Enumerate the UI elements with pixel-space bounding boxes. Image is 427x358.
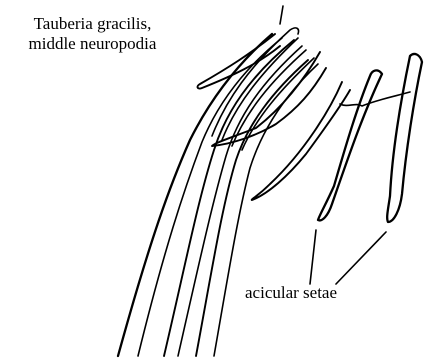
- acicular-seta-1: [318, 70, 382, 220]
- capillary-seta-2-left-edge: [164, 40, 294, 356]
- top-tip-line: [280, 6, 283, 24]
- callout-line-1: [310, 230, 316, 284]
- membrane-connector: [340, 92, 410, 106]
- capillary-seta-3-right-edge: [214, 64, 318, 356]
- bundle-upper-curve-3: [232, 50, 306, 146]
- acicular-seta-2: [387, 54, 422, 222]
- capillary-seta-2-right-edge: [178, 46, 302, 356]
- callout-line-2: [336, 232, 386, 284]
- capillary-setae-bundle: [118, 28, 318, 356]
- capillary-seta-1-left-edge: [118, 34, 272, 356]
